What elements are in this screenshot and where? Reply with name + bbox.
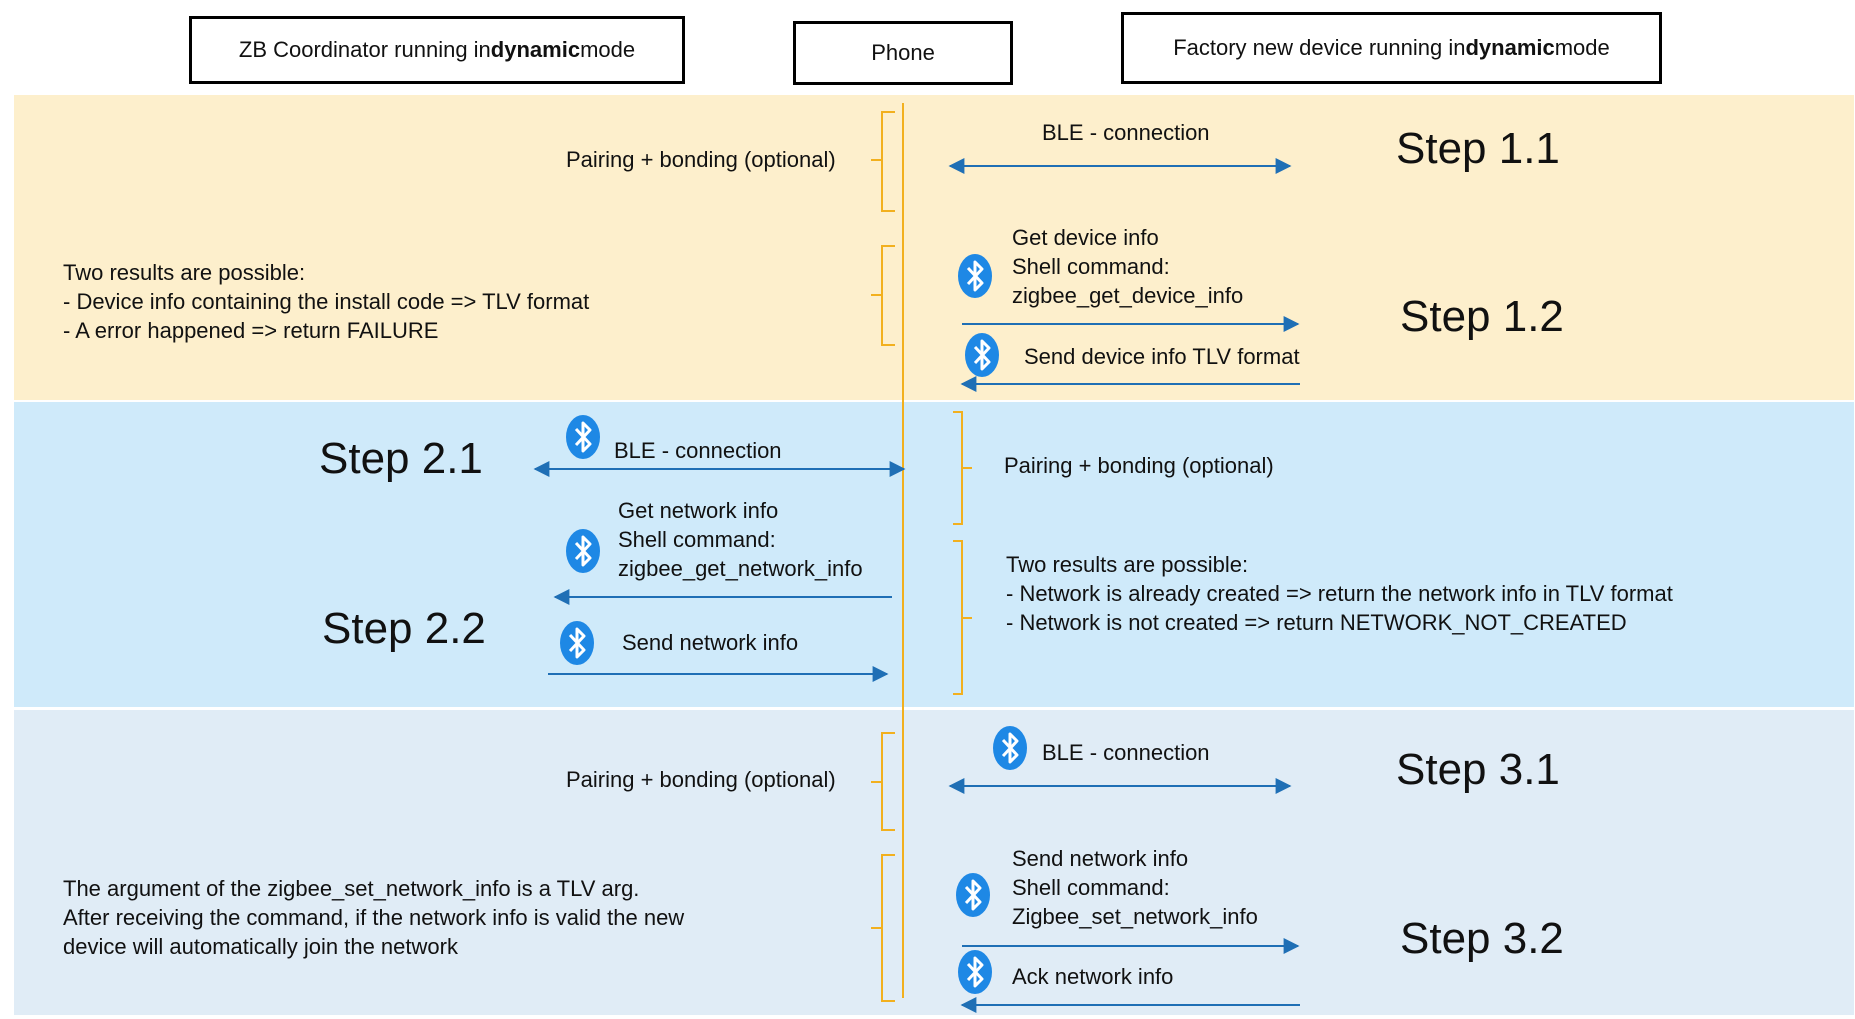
step-2-1-label: Step 2.1 xyxy=(319,434,483,483)
shell-command-label-1: Shell command: xyxy=(1012,254,1170,279)
step-2-2-label: Step 2.2 xyxy=(322,604,486,653)
result-1-1: - Device info containing the install cod… xyxy=(63,289,590,314)
bluetooth-icon xyxy=(566,415,600,459)
results-title-2: Two results are possible: xyxy=(1006,552,1249,577)
step-1-2-label: Step 1.2 xyxy=(1400,292,1564,341)
ble-connection-label-1: BLE - connection xyxy=(1042,120,1210,145)
coordinator-header: ZB Coordinator running in dynamic mode xyxy=(189,16,685,84)
device-header-bold: dynamic xyxy=(1465,35,1555,60)
coordinator-header-bold: dynamic xyxy=(490,37,581,62)
section-1-band xyxy=(14,95,1854,400)
bluetooth-icon xyxy=(566,529,600,573)
note-line-3: device will automatically join the netwo… xyxy=(63,934,458,959)
phone-header: Phone xyxy=(793,21,1013,85)
device-header: Factory new device running in dynamic mo… xyxy=(1121,12,1662,84)
shell-command-label-2: Shell command: xyxy=(618,527,776,552)
device-info-command: zigbee_get_device_info xyxy=(1012,283,1244,308)
send-network-info-label-3: Send network info xyxy=(1012,846,1189,871)
result-1-2: - A error happened => return FAILURE xyxy=(63,318,439,343)
ble-connection-label-2: BLE - connection xyxy=(614,438,782,463)
pairing-bonding-label-1: Pairing + bonding (optional) xyxy=(566,147,836,172)
pairing-bonding-label-3: Pairing + bonding (optional) xyxy=(566,767,836,792)
note-line-2: After receiving the command, if the netw… xyxy=(63,905,685,930)
bluetooth-icon xyxy=(560,621,594,665)
bracket-3-2 xyxy=(871,854,895,1002)
get-device-info-label: Get device info xyxy=(1012,225,1159,250)
bracket-1-1 xyxy=(871,111,895,212)
device-header-suffix: mode xyxy=(1554,35,1610,60)
bluetooth-icon xyxy=(993,726,1027,770)
bracket-3-1 xyxy=(871,732,895,831)
bracket-1-2 xyxy=(871,245,895,346)
shell-command-label-3: Shell command: xyxy=(1012,875,1170,900)
coordinator-header-text: ZB Coordinator running in xyxy=(238,37,491,62)
bracket-2-2 xyxy=(953,540,972,695)
bluetooth-icon xyxy=(965,333,999,377)
result-2-1: - Network is already created => return t… xyxy=(1006,581,1673,606)
device-header-text: Factory new device running in xyxy=(1173,35,1466,60)
note-line-1: The argument of the zigbee_set_network_i… xyxy=(63,876,640,901)
pairing-bonding-label-2: Pairing + bonding (optional) xyxy=(1004,453,1274,478)
coordinator-header-suffix: mode xyxy=(580,37,636,62)
bluetooth-icon xyxy=(958,254,992,298)
results-title-1: Two results are possible: xyxy=(63,260,306,285)
step-3-2-label: Step 3.2 xyxy=(1400,914,1564,963)
result-2-2: - Network is not created => return NETWO… xyxy=(1006,610,1627,635)
bracket-2-1 xyxy=(953,411,972,525)
phone-header-text: Phone xyxy=(871,40,935,65)
get-network-info-label: Get network info xyxy=(618,498,779,523)
section-3-band xyxy=(14,710,1854,1015)
section-2-band xyxy=(14,402,1854,707)
send-network-info-label-2: Send network info xyxy=(622,630,799,655)
step-1-1-label: Step 1.1 xyxy=(1396,124,1560,173)
send-device-info-label: Send device info TLV format xyxy=(1024,344,1300,369)
phone-lifeline xyxy=(902,103,904,998)
ble-connection-label-3: BLE - connection xyxy=(1042,740,1210,765)
bluetooth-icon xyxy=(958,950,992,994)
ack-network-info-label: Ack network info xyxy=(1012,964,1174,989)
step-3-1-label: Step 3.1 xyxy=(1396,745,1560,794)
set-network-info-command: Zigbee_set_network_info xyxy=(1012,904,1258,929)
network-info-command: zigbee_get_network_info xyxy=(618,556,863,581)
bluetooth-icon xyxy=(956,873,990,917)
